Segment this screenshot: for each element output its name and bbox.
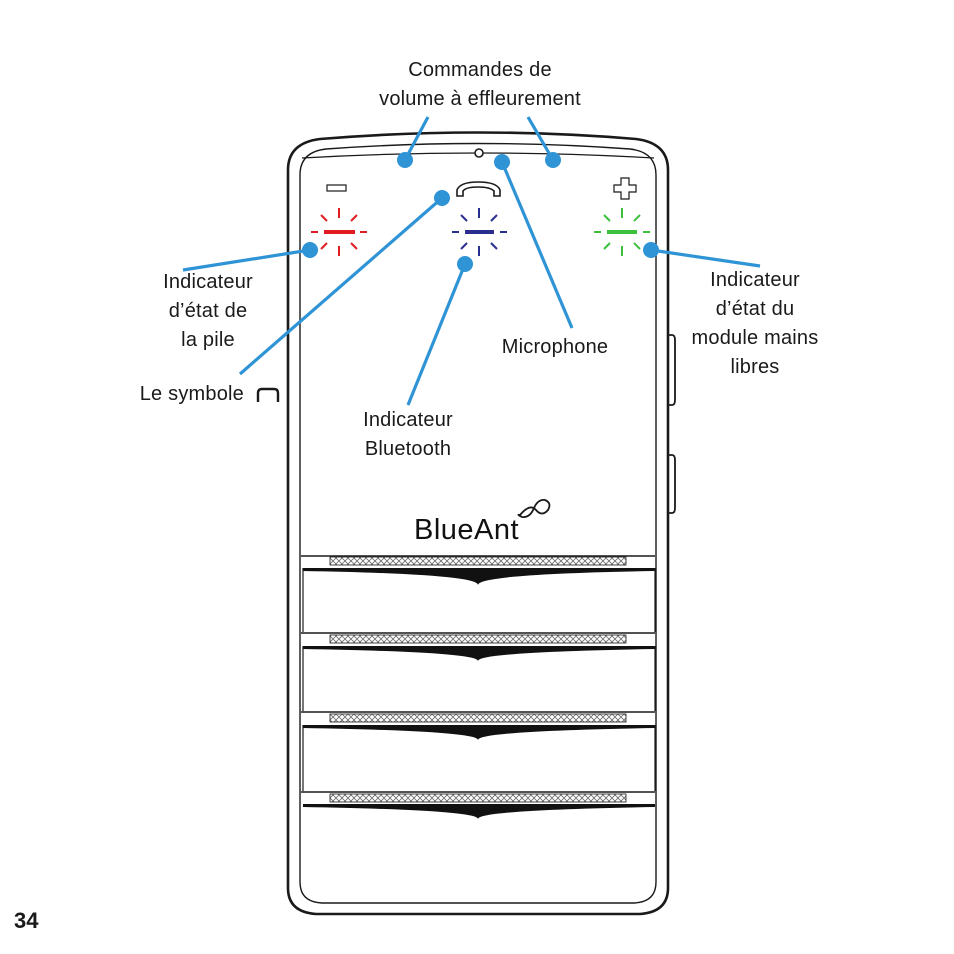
callout-dot-bluetooth bbox=[457, 256, 473, 272]
label-phone-symbol: Le symbole bbox=[139, 383, 244, 405]
label-volume-controls: Commandes de volume à effleurement bbox=[379, 59, 581, 110]
plus-icon bbox=[613, 177, 637, 200]
microphone-hole bbox=[474, 148, 484, 158]
callout-line-handsfree bbox=[650, 248, 761, 268]
label-bluetooth-indicator: Indicateur Bluetooth bbox=[363, 409, 453, 460]
callout-line-microphone bbox=[500, 161, 574, 329]
phone-symbol-inline-icon bbox=[256, 387, 280, 402]
callout-dot-volume-plus bbox=[545, 152, 561, 168]
callout-dot-handsfree bbox=[643, 242, 659, 258]
callout-dot-microphone bbox=[494, 154, 510, 170]
phone-handset-icon bbox=[456, 181, 501, 197]
callout-line-volume-minus bbox=[403, 116, 430, 161]
callout-dot-volume-minus bbox=[397, 152, 413, 168]
label-battery-indicator: Indicateur d’état de la pile bbox=[163, 271, 253, 351]
callout-line-volume-plus bbox=[526, 116, 555, 161]
callouts bbox=[182, 116, 761, 406]
callout-dot-phone-symbol bbox=[434, 190, 450, 206]
callout-line-battery bbox=[182, 248, 311, 272]
brand-logo-text: BlueAnt bbox=[414, 514, 520, 546]
label-handsfree-indicator: Indicateur d’état du module mains libres bbox=[691, 269, 819, 378]
callout-line-bluetooth bbox=[406, 263, 467, 406]
handsfree-led bbox=[594, 208, 650, 256]
callout-dot-battery bbox=[302, 242, 318, 258]
infinity-logo-icon bbox=[517, 499, 551, 518]
page-number: 34 bbox=[14, 908, 39, 933]
callout-line-phone-symbol bbox=[238, 196, 444, 376]
label-microphone: Microphone bbox=[501, 336, 609, 358]
battery-led bbox=[311, 208, 367, 256]
speaker-grille bbox=[301, 555, 656, 819]
bluetooth-led bbox=[452, 208, 507, 256]
minus-icon bbox=[326, 184, 347, 192]
